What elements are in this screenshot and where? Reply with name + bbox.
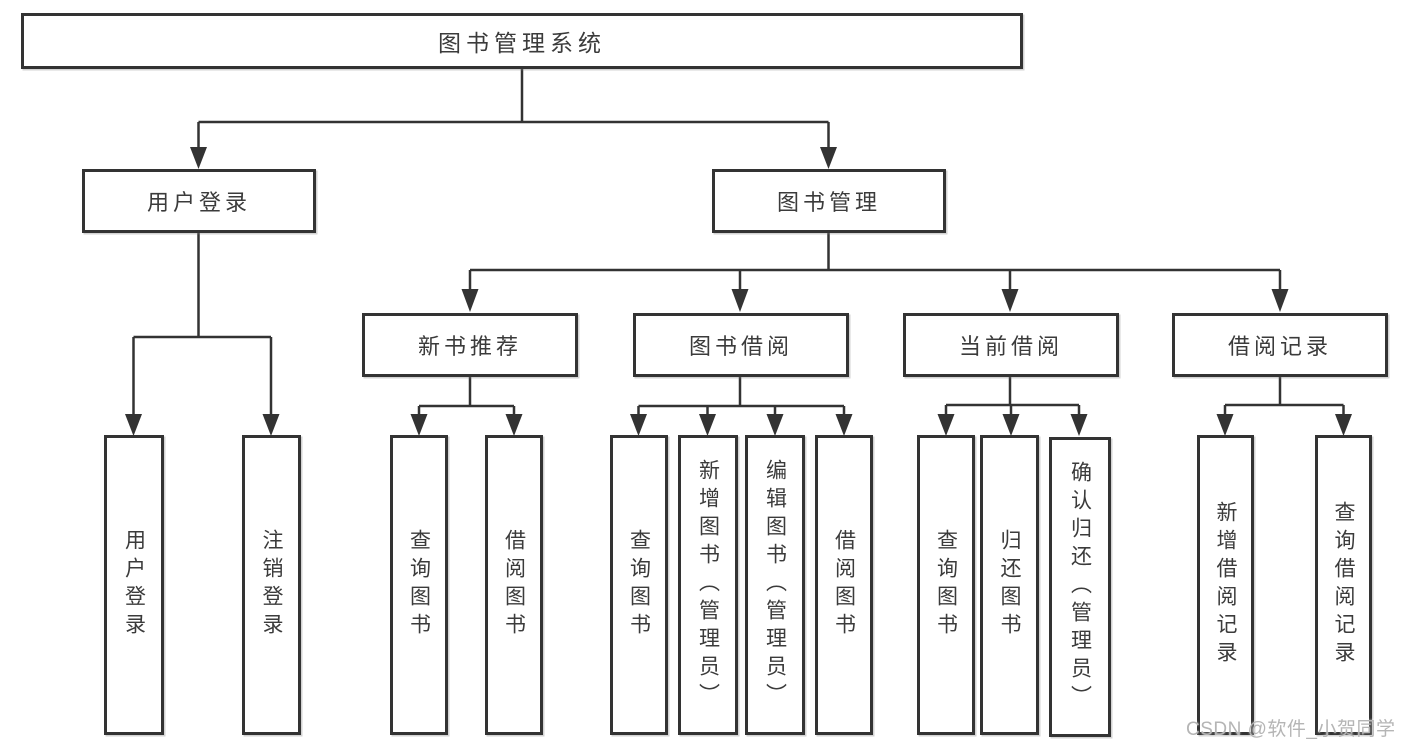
node-current-borrowing: 当前借阅 <box>903 313 1119 377</box>
leaf-borrowing-borrow-books: 借阅图书 <box>815 435 873 735</box>
leaf-current-return-books: 归还图书 <box>980 435 1039 735</box>
node-new-book-recommend: 新书推荐 <box>362 313 578 377</box>
leaf-label: 用户登录 <box>122 529 146 641</box>
leaf-logout: 注销登录 <box>242 435 301 735</box>
node-label: 新书推荐 <box>417 334 522 359</box>
leaf-label: 借阅图书 <box>832 529 856 641</box>
leaf-records-add-borrow-record: 新增借阅记录 <box>1197 435 1254 735</box>
leaf-current-confirm-return-admin: 确认归还（管理员） <box>1049 437 1111 737</box>
leaf-newrec-borrow-books: 借阅图书 <box>485 435 543 735</box>
leaf-label: 确认归还（管理员） <box>1068 461 1092 713</box>
arrowhead-icon <box>125 147 1352 436</box>
leaf-current-query-books: 查询图书 <box>917 435 975 735</box>
node-label: 借阅记录 <box>1227 334 1332 359</box>
leaf-label: 归还图书 <box>998 529 1021 641</box>
node-library-system: 图书管理系统 <box>21 13 1023 69</box>
node-label: 图书借阅 <box>688 334 793 359</box>
connector-lines <box>132 68 1345 416</box>
leaf-label: 查询图书 <box>627 529 651 641</box>
node-label: 图书管理 <box>776 190 881 215</box>
node-label: 图书管理系统 <box>438 30 606 56</box>
leaf-borrowing-add-books-admin: 新增图书（管理员） <box>678 435 738 735</box>
node-label: 用户登录 <box>146 190 251 215</box>
leaf-label: 查询图书 <box>407 529 431 641</box>
watermark: CSDN @软件_小贺同学 <box>1186 719 1396 740</box>
leaf-borrowing-query-books: 查询图书 <box>610 435 668 735</box>
leaf-label: 新增图书（管理员） <box>696 459 720 711</box>
leaf-records-query-borrow-record: 查询借阅记录 <box>1315 435 1372 735</box>
leaf-label: 查询借阅记录 <box>1332 501 1355 669</box>
leaf-borrowing-edit-books-admin: 编辑图书（管理员） <box>745 435 805 735</box>
leaf-label: 借阅图书 <box>502 529 526 641</box>
leaf-newrec-query-books: 查询图书 <box>390 435 448 735</box>
node-label: 当前借阅 <box>958 334 1063 359</box>
node-book-management: 图书管理 <box>712 169 946 233</box>
node-book-borrowing: 图书借阅 <box>633 313 849 377</box>
node-borrow-records: 借阅记录 <box>1172 313 1388 377</box>
leaf-user-login: 用户登录 <box>104 435 164 735</box>
leaf-label: 注销登录 <box>260 529 283 641</box>
leaf-label: 编辑图书（管理员） <box>763 459 787 711</box>
leaf-label: 新增借阅记录 <box>1214 501 1237 669</box>
leaf-label: 查询图书 <box>934 529 958 641</box>
node-user-login: 用户登录 <box>82 169 316 233</box>
